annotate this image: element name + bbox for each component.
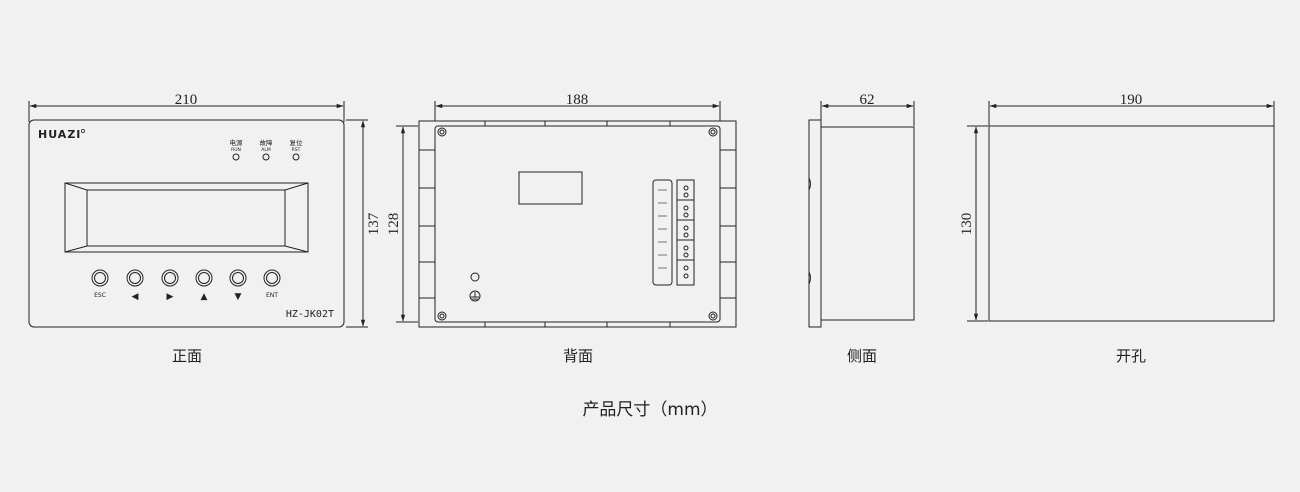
bezel-corner-tr	[284, 182, 309, 191]
caption-side: 侧面	[847, 347, 877, 365]
back-view	[396, 101, 737, 328]
lcd-bezel-outer	[64, 182, 309, 253]
cutout-view	[967, 101, 1275, 322]
side-clip-2	[808, 271, 811, 285]
screw-tr	[708, 127, 718, 137]
btn-left-inner	[129, 272, 141, 284]
btn-esc-inner	[94, 272, 106, 284]
btn-left-outer	[126, 269, 144, 287]
btn-esc-outer	[91, 269, 109, 287]
caption-back: 背面	[563, 347, 593, 365]
brand-logo-text: HUAZI	[38, 128, 81, 141]
terminal-block-details	[658, 185, 694, 279]
led-run	[232, 153, 240, 161]
back-flange-tabs-left	[419, 149, 435, 299]
bezel-corner-tl	[64, 182, 88, 191]
back-view-text: 188 128 背面	[386, 92, 593, 365]
button-label-up: ▲	[201, 292, 208, 302]
side-clip-1	[808, 177, 811, 191]
btn-right-outer	[161, 269, 179, 287]
side-view-text: 62 侧面	[847, 92, 877, 365]
screw-br	[708, 311, 718, 321]
front-view-text: 210 137 HUAZI 电源 RUN 故障 ALM 复位 RST ESC ◀…	[38, 92, 382, 365]
cutout-view-text: 190 130 开孔	[959, 92, 1146, 365]
indicator-label-run-en: RUN	[231, 147, 241, 153]
btn-right-inner	[164, 272, 176, 284]
back-flange-outer	[418, 120, 737, 328]
cutout-rectangle	[988, 125, 1275, 322]
caption-cutout: 开孔	[1116, 347, 1146, 365]
button-label-down: ▼	[235, 292, 242, 302]
front-view	[28, 101, 368, 328]
indicator-label-run-zh: 电源	[230, 138, 244, 147]
led-alm	[262, 153, 270, 161]
front-width-label: 210	[175, 92, 198, 108]
lcd-screen	[86, 189, 286, 247]
drawing-title: 产品尺寸（mm）	[582, 400, 717, 420]
indicator-label-alm-en: ALM	[261, 147, 271, 153]
screw-tl	[437, 127, 447, 137]
btn-ent-inner	[266, 272, 278, 284]
back-flange-tabs-right	[720, 149, 736, 299]
front-height-label: 137	[366, 212, 382, 235]
bezel-corner-bl	[64, 245, 88, 253]
back-body	[434, 125, 721, 323]
btn-up-inner	[198, 272, 210, 284]
screw-bl	[437, 311, 447, 321]
led-rst	[292, 153, 300, 161]
model-number: HZ-JK02T	[286, 309, 334, 320]
button-label-esc: ESC	[94, 292, 106, 299]
indicator-label-rst-en: RST	[292, 147, 301, 153]
back-screws	[437, 127, 718, 321]
ground-terminal-top	[470, 272, 480, 282]
indicator-label-rst-zh: 复位	[290, 138, 304, 147]
side-view	[808, 101, 915, 328]
back-label-recess	[518, 171, 583, 205]
button-label-right: ▶	[167, 292, 174, 302]
btn-ent-outer	[263, 269, 281, 287]
btn-down-outer	[229, 269, 247, 287]
indicator-label-alm-zh: 故障	[260, 138, 274, 147]
front-buttons	[91, 269, 281, 287]
front-panel-body	[28, 119, 345, 328]
bezel-corner-br	[284, 245, 309, 253]
terminal-block-right	[676, 179, 695, 286]
button-label-left: ◀	[132, 292, 139, 302]
back-top-notches	[484, 121, 671, 327]
cutout-height-label: 130	[959, 213, 975, 236]
btn-down-inner	[232, 272, 244, 284]
caption-front: 正面	[172, 347, 202, 365]
cutout-width-label: 190	[1120, 92, 1143, 108]
ground-icon	[469, 290, 481, 302]
back-width-label: 188	[566, 92, 589, 108]
registered-mark-icon	[81, 129, 85, 133]
btn-up-outer	[195, 269, 213, 287]
button-label-ent: ENT	[266, 292, 278, 299]
side-front-bezel	[808, 119, 822, 328]
terminal-block-left	[652, 179, 673, 286]
back-height-label: 128	[386, 213, 402, 236]
side-width-label: 62	[860, 92, 875, 108]
side-body	[820, 126, 915, 321]
